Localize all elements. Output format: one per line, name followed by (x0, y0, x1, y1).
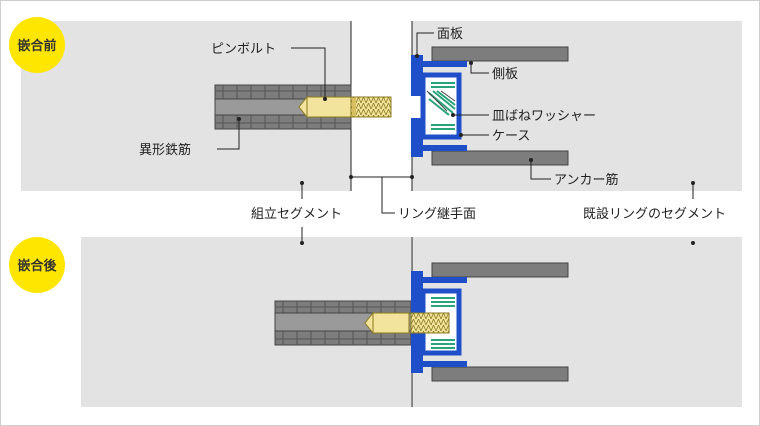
label-side-plate: 側板 (492, 67, 518, 82)
label-case: ケース (492, 129, 530, 144)
side-plate-after (423, 277, 467, 367)
label-ring-joint-face: リング継手面 (398, 207, 476, 222)
label-disc-spring-washer: 皿ばねワッシャー (492, 109, 596, 124)
label-anchor-rebar: アンカー筋 (554, 172, 618, 188)
badge-before-text: 嵌合前 (17, 38, 56, 54)
badge-after-text: 嵌合後 (17, 258, 57, 274)
label-deformed-rebar: 異形鉄筋 (139, 142, 191, 158)
label-assembled-segment: 組立セグメント (251, 207, 342, 222)
leader-lines (217, 32, 694, 243)
badge-before: 嵌合前 (9, 17, 65, 73)
anchor-rebar-before (431, 46, 569, 166)
after-panel (81, 237, 742, 407)
disc-spring-washer-before (426, 82, 456, 130)
before-panel (21, 21, 742, 191)
leader-dots (237, 54, 695, 245)
case-before (420, 72, 462, 140)
anchor-rebar-after (431, 262, 569, 382)
side-plate-before (423, 61, 467, 151)
label-pin-bolt: ピンボルト (211, 42, 276, 57)
label-existing-ring-segment: 既設リングのセグメント (583, 206, 726, 222)
label-face-plate: 面板 (437, 27, 463, 42)
pin-bolt-before (298, 95, 392, 119)
badge-after: 嵌合後 (9, 237, 65, 293)
bolt-hole (411, 96, 423, 118)
disc-spring-washer-after (431, 297, 455, 349)
